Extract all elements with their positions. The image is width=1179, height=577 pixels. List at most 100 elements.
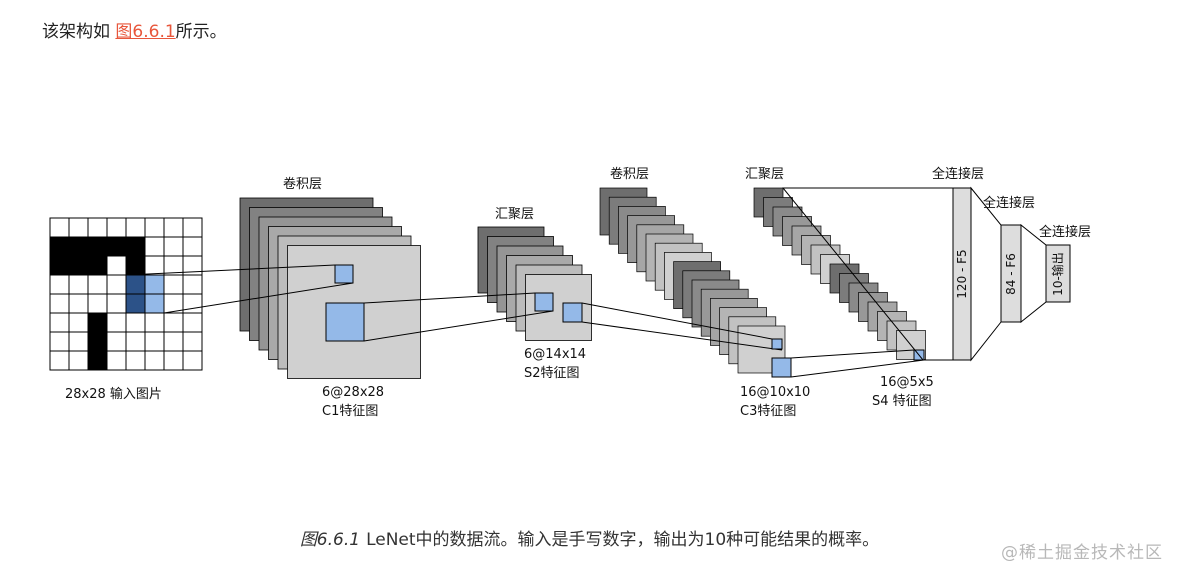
input-pixel	[182, 293, 203, 314]
input-pixel	[68, 350, 89, 371]
input-pixel	[49, 331, 70, 352]
input-pixel	[49, 255, 70, 276]
input-pixel	[144, 293, 165, 314]
input-pixel	[106, 312, 127, 333]
input-pixel	[182, 217, 203, 238]
fc3-label: 10-输出	[1050, 252, 1065, 296]
input-pixel	[68, 236, 89, 257]
input-pixel	[144, 236, 165, 257]
input-label: 28x28 输入图片	[65, 386, 162, 402]
input-pixel	[87, 236, 108, 257]
intro-suffix: 所示。	[175, 22, 227, 42]
input-pixel	[144, 312, 165, 333]
pool2-name: S4 特征图	[872, 394, 932, 409]
input-pixel	[106, 293, 127, 314]
input-pixel	[49, 274, 70, 295]
input-pixel	[182, 236, 203, 257]
conv2-name: C3特征图	[740, 404, 796, 419]
input-pixel	[163, 331, 184, 352]
c3-receptive-highlight	[562, 302, 583, 323]
connector-line	[163, 282, 354, 314]
input-pixel	[87, 312, 108, 333]
input-pixel	[49, 236, 70, 257]
intro-text: 该架构如 图6.6.1所示。	[42, 20, 227, 44]
input-pixel	[163, 350, 184, 371]
input-pixel	[182, 350, 203, 371]
watermark: @稀土掘金技术社区	[1001, 543, 1163, 563]
input-image-grid	[49, 217, 203, 371]
input-pixel	[68, 274, 89, 295]
input-pixel	[125, 350, 146, 371]
input-pixel	[106, 331, 127, 352]
input-pixel	[125, 217, 146, 238]
input-pixel	[87, 274, 108, 295]
c3-feature-maps	[599, 187, 786, 374]
conv2-size: 16@10x10	[740, 385, 810, 400]
input-pixel	[125, 331, 146, 352]
input-pixel	[49, 312, 70, 333]
input-pixel	[144, 350, 165, 371]
input-pixel	[68, 312, 89, 333]
connector-line	[581, 302, 773, 340]
input-pixel	[87, 293, 108, 314]
s2-patch-highlight	[534, 292, 554, 312]
input-pixel	[182, 274, 203, 295]
input-pixel	[163, 312, 184, 333]
input-pixel	[106, 255, 127, 276]
connector-line	[581, 321, 783, 351]
input-pixel	[106, 274, 127, 295]
pool2-size: 16@5x5	[880, 375, 934, 390]
input-pixel	[182, 331, 203, 352]
fc2-label: 84 - F6	[1004, 253, 1018, 295]
input-pixel	[163, 217, 184, 238]
input-pixel	[182, 312, 203, 333]
input-pixel	[87, 217, 108, 238]
input-pixel	[68, 255, 89, 276]
figure-link[interactable]: 图6.6.1	[115, 22, 176, 42]
c3-patch-highlight	[771, 338, 783, 350]
fc-connector-2	[970, 186, 1002, 362]
lenet-diagram: 28x28 输入图片 卷积层 6@28x28 C1特征图 汇聚层 6@14x14…	[49, 166, 1091, 419]
pool1-name: S2特征图	[524, 366, 580, 381]
fc1-title: 全连接层	[932, 166, 984, 182]
input-pixel	[144, 274, 165, 295]
c1-patch-highlight	[334, 264, 354, 284]
input-pixel	[106, 236, 127, 257]
input-pixel	[106, 217, 127, 238]
input-pixel	[68, 217, 89, 238]
input-pixel	[144, 255, 165, 276]
c1-feature-maps	[239, 197, 421, 379]
conv1-name: C1特征图	[322, 404, 378, 419]
input-pixel	[68, 331, 89, 352]
fc2-title: 全连接层	[983, 195, 1035, 211]
input-pixel	[87, 331, 108, 352]
input-pixel	[125, 255, 146, 276]
fc3-box	[1045, 244, 1071, 303]
pool1-size: 6@14x14	[524, 347, 586, 362]
caption-text: LeNet中的数据流。输入是手写数字，输出为10种可能结果的概率。	[366, 530, 880, 550]
input-pixel	[163, 236, 184, 257]
input-pixel	[163, 274, 184, 295]
input-pixel	[49, 217, 70, 238]
s4-feature-maps	[753, 187, 926, 360]
input-pixel	[87, 350, 108, 371]
input-pixel	[125, 236, 146, 257]
s2-feature-maps	[477, 226, 592, 341]
intro-prefix: 该架构如	[42, 22, 116, 42]
input-pixel	[144, 217, 165, 238]
conv1-title: 卷积层	[283, 176, 322, 192]
connector-line	[790, 359, 925, 378]
fc3-title: 全连接层	[1039, 224, 1091, 240]
input-pixel	[144, 331, 165, 352]
input-pixel	[49, 293, 70, 314]
input-pixel	[125, 293, 146, 314]
input-pixel	[68, 293, 89, 314]
input-pixel	[125, 274, 146, 295]
input-pixel	[49, 350, 70, 371]
conv2-title: 卷积层	[610, 166, 649, 182]
input-pixel	[125, 312, 146, 333]
fully-connected-layers	[781, 186, 1071, 362]
conv1-size: 6@28x28	[322, 385, 384, 400]
s4-receptive-highlight	[771, 357, 792, 378]
